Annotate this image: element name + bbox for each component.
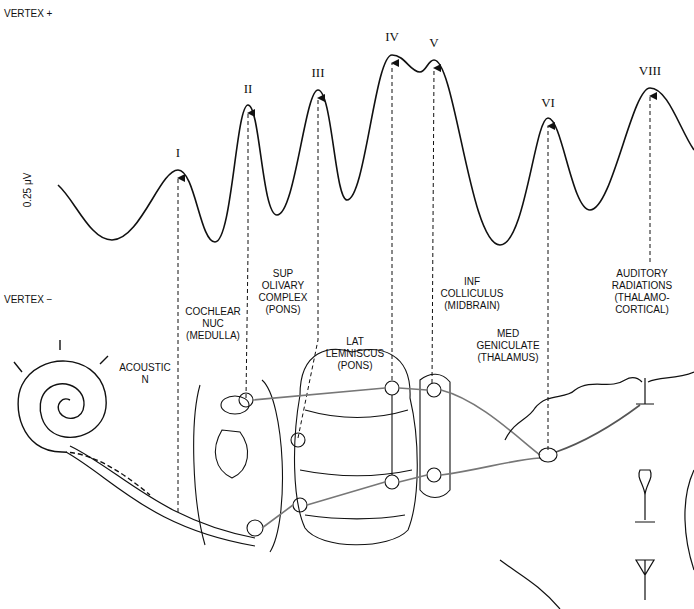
peak-number: II <box>233 82 263 96</box>
midbrain <box>420 374 450 497</box>
scale-label: 0.25 μV <box>22 155 34 225</box>
peak-number: V <box>422 36 446 50</box>
structure-label: AUDITORY RADIATIONS (THALAMO-CORTICAL) <box>594 268 690 316</box>
auditory-pathway <box>253 388 640 528</box>
peak-number: I <box>163 146 193 160</box>
structure-label: COCHLEAR NUC (MEDULLA) <box>184 306 242 342</box>
medulla <box>194 380 283 552</box>
peak-number: VIII <box>630 64 670 78</box>
abr-waveform <box>58 55 694 245</box>
peak-number: VI <box>533 96 563 110</box>
axis-label: VERTEX + <box>4 8 74 20</box>
structure-label: SUP OLIVARY COMPLEX (PONS) <box>256 268 310 316</box>
acoustic-nerve <box>66 446 255 546</box>
peak-number: III <box>301 66 335 80</box>
structure-label: LAT LEMNISCUS (PONS) <box>323 336 387 372</box>
structure-label: ACOUSTIC N <box>116 362 174 386</box>
peak-number: IV <box>377 30 407 44</box>
peak-leaders <box>178 63 650 512</box>
cerebral-cortex <box>500 372 694 609</box>
structure-label: INF COLLICULUS (MIDBRAIN) <box>438 276 506 312</box>
structure-label: MED GENICULATE (THALAMUS) <box>474 328 542 364</box>
axis-label: VERTEX − <box>4 294 74 306</box>
medial-geniculate <box>539 448 557 462</box>
pons <box>291 349 417 544</box>
